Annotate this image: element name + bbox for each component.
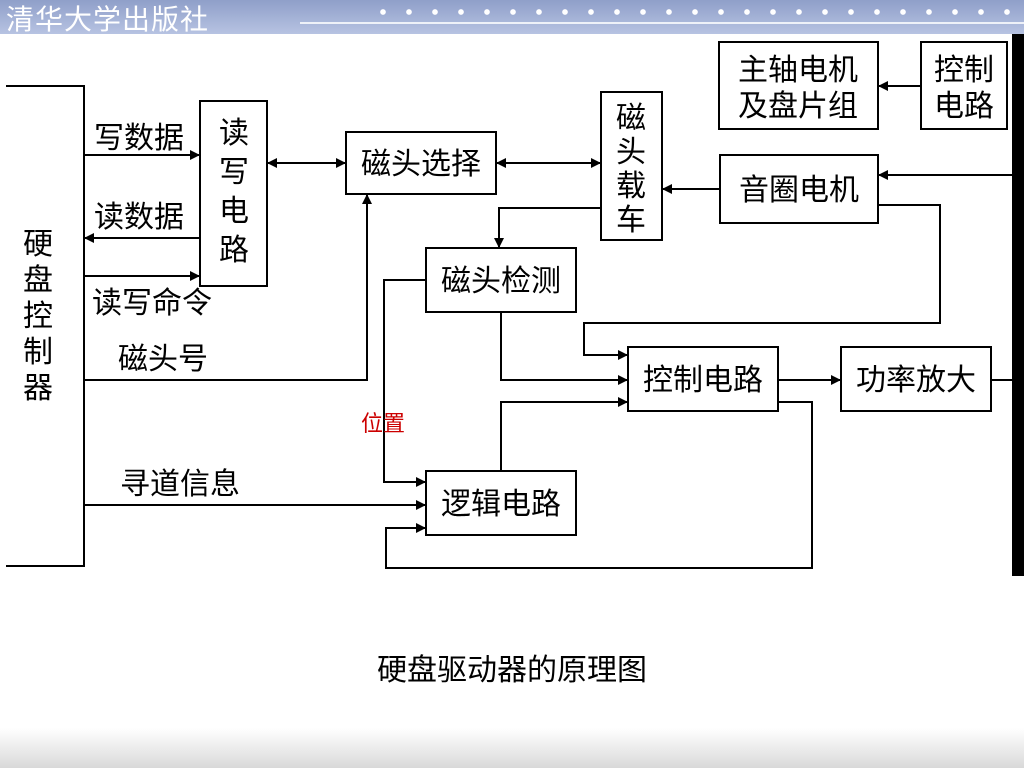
- seek-info-label: 寻道信息: [120, 467, 240, 502]
- head-number-arrow: [84, 194, 372, 381]
- controller-label-3: 控: [23, 299, 53, 334]
- header-band: 清华大学出版社: [0, 0, 1024, 34]
- carriage-to-head-detect-arrow: [494, 207, 601, 248]
- ctrl-circuit-label: 控制电路: [643, 363, 763, 398]
- controller-label-5: 器: [23, 371, 53, 406]
- write-data-label: 写数据: [94, 121, 184, 156]
- power-amp-to-voice-coil-arrow: [878, 170, 1019, 381]
- rw-command-label: 读写命令: [92, 286, 212, 321]
- ctrl-feedback-to-logic-arrow: [385, 401, 813, 569]
- logic-to-ctrl-arrow: [500, 397, 628, 471]
- head-number-label: 磁头号: [118, 342, 208, 377]
- controller-label-2: 盘: [23, 263, 53, 298]
- controller-label-4: 制: [23, 335, 53, 370]
- position-label: 位置: [361, 412, 405, 437]
- read-data-label: 读数据: [94, 200, 184, 235]
- head-detect-to-ctrl-arrow: [500, 312, 628, 385]
- spindle-motor-label-1: 主轴电机: [738, 53, 858, 88]
- voice-coil-label: 音圈电机: [739, 173, 859, 208]
- head-detect-label: 磁头检测: [441, 264, 561, 299]
- spindle-motor-label-2: 及盘片组: [738, 89, 858, 124]
- head-select-label: 磁头选择: [361, 147, 481, 182]
- footer-band: [0, 728, 1024, 768]
- header-dot-row: [370, 6, 1020, 18]
- voice-coil-feedback-to-ctrl-arrow: [583, 204, 941, 360]
- rw-circuit-label-4: 路: [219, 233, 249, 268]
- rw-circuit-box: [199, 100, 268, 287]
- logic-circuit-label: 逻辑电路: [441, 487, 561, 522]
- carriage-label-4: 车: [616, 203, 646, 238]
- controller-label-1: 硬: [23, 227, 53, 262]
- position-to-logic-arrow: [383, 279, 426, 487]
- publisher-brand: 清华大学出版社: [6, 3, 210, 34]
- rw-circuit-label-2: 写: [219, 155, 249, 190]
- spindle-ctrl-label-1: 控制: [934, 53, 994, 88]
- carriage-label-2: 头: [616, 135, 646, 170]
- controller-bracket: [6, 85, 85, 567]
- carriage-label-1: 磁: [616, 101, 646, 136]
- figure-caption: 硬盘驱动器的原理图: [377, 653, 647, 688]
- carriage-box: [600, 91, 663, 241]
- rw-circuit-label-3: 电: [219, 194, 249, 229]
- rw-circuit-label-1: 读: [219, 116, 249, 151]
- power-amp-label: 功率放大: [856, 363, 976, 398]
- spindle-ctrl-label-2: 电路: [934, 89, 994, 124]
- header-rule: [300, 22, 1024, 24]
- carriage-label-3: 载: [616, 169, 646, 204]
